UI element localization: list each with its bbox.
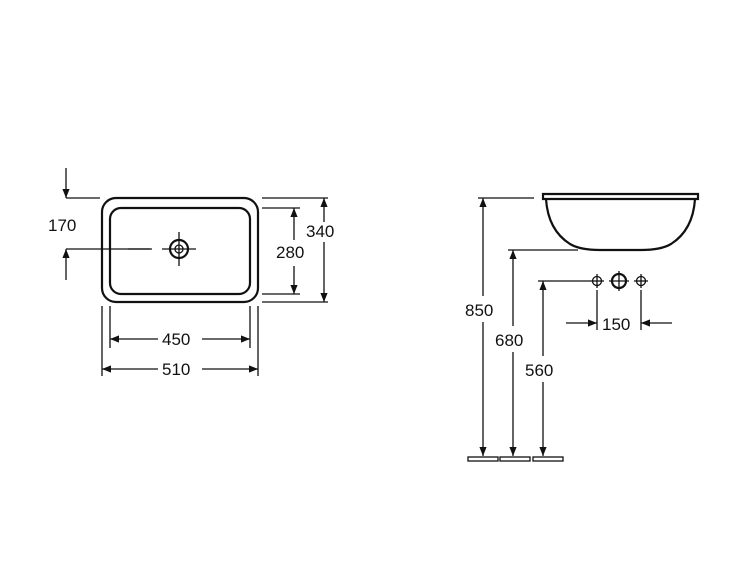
dim-340-label: 340 (306, 222, 334, 241)
dim-680-label: 680 (495, 331, 523, 350)
dim-850-label: 850 (465, 301, 493, 320)
dim-waste-height: 680 (495, 250, 523, 456)
top-view: 170 280 340 450 510 (48, 168, 334, 379)
side-view: 150 850 680 560 (465, 192, 700, 462)
dim-510-label: 510 (162, 360, 190, 379)
dim-560-label: 560 (525, 361, 553, 380)
basin-inner-outline (108, 206, 252, 296)
dim-170-label: 170 (48, 216, 76, 235)
dim-tap-height: 560 (525, 281, 553, 456)
tap-hole-left-icon (590, 274, 604, 288)
floor-plates (467, 456, 564, 462)
basin-outer-outline (100, 196, 260, 304)
dim-tap-spacing: 150 (566, 290, 672, 334)
dim-280-label: 280 (276, 243, 304, 262)
dim-widths: 450 510 (101, 306, 259, 379)
tap-hole-right-icon (634, 274, 648, 288)
dim-450-label: 450 (162, 330, 190, 349)
tap-hole-center-icon (609, 271, 629, 291)
tap-holes (590, 271, 648, 291)
dim-drain-offset: 170 (48, 168, 150, 280)
basin-section (541, 192, 700, 252)
dim-rim-height: 850 (465, 198, 493, 456)
dim-150-label: 150 (602, 315, 630, 334)
dim-depths: 280 340 (262, 197, 334, 303)
